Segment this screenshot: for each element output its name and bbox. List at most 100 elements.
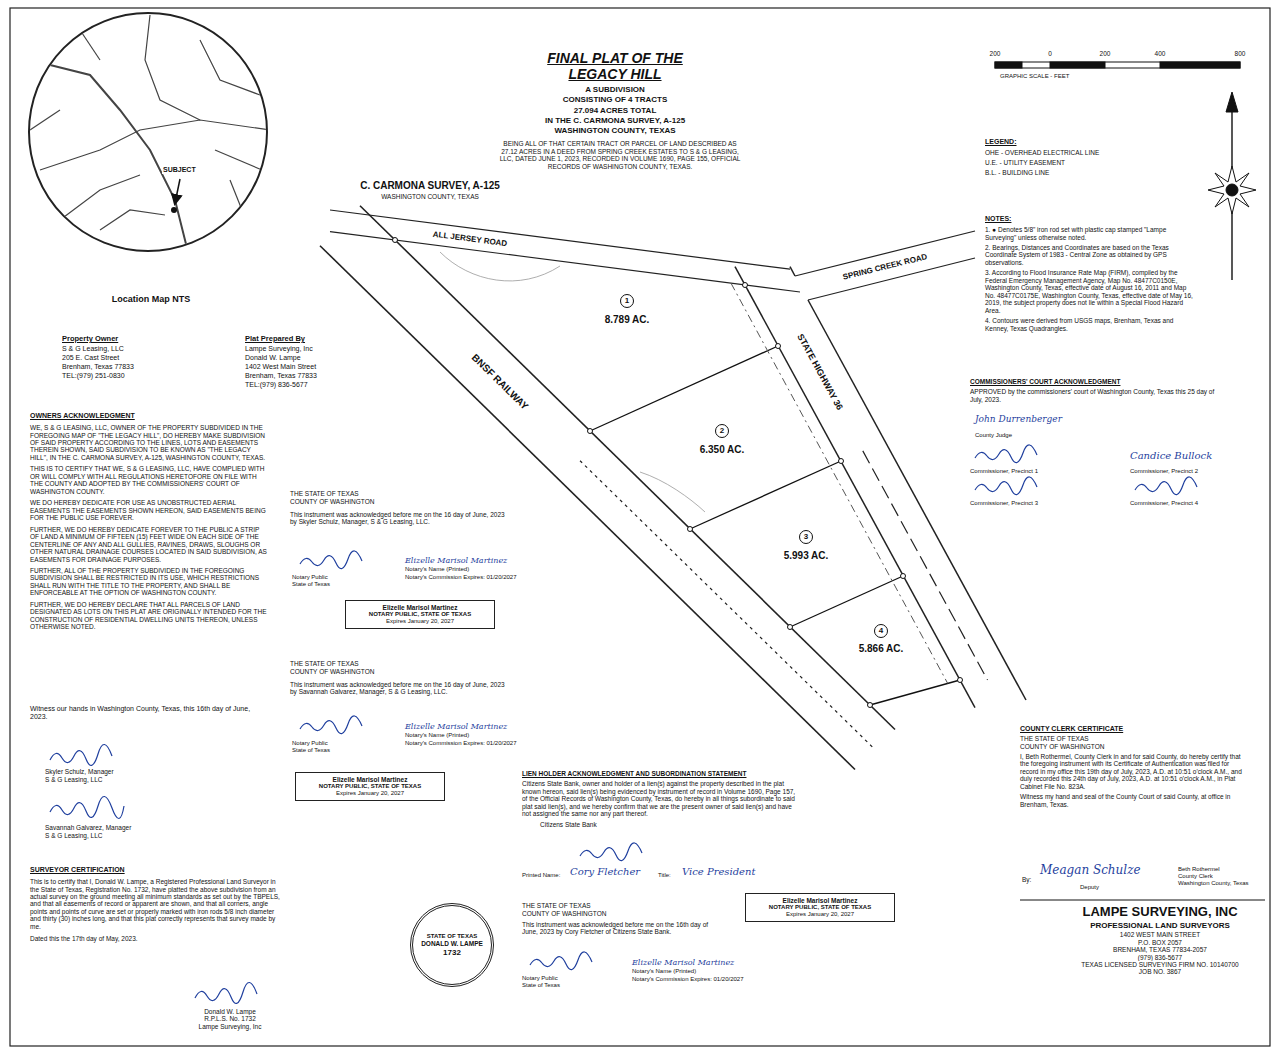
approval-text: Candice Bullock (1130, 450, 1212, 462)
approval-text: Commissioner, Precinct 3 (970, 500, 1038, 507)
notary-stamp: Elizelle Marisol MartinezNOTARY PUBLIC, … (345, 600, 495, 629)
note-text: 4. Contours were derived from USGS maps,… (985, 317, 1195, 332)
certificate-text: Skyler Schulz, Manager (45, 768, 114, 775)
notary-text: Citizens State Bank, owner and holder of… (522, 780, 797, 817)
notary-text: Notary's Commission Expires: 01/20/2027 (405, 740, 520, 747)
highway-edge (790, 267, 795, 276)
approval-text: THE STATE OF TEXAS (1020, 735, 1089, 742)
notary-stamp: Elizelle Marisol MartinezNOTARY PUBLIC, … (745, 893, 895, 922)
certificate-text: S & G Leasing, LLC (45, 776, 102, 783)
overhead-electric-line (731, 283, 948, 683)
certificate-text: R.P.L.S. No. 1732 (204, 1015, 256, 1022)
certificate-text: FURTHER, WE DO HEREBY DEDICATE FOREVER T… (30, 526, 268, 563)
certificate-text: This is to certify that I, Donald W. Lam… (30, 878, 280, 930)
subtitle-text: IN THE C. CARMONA SURVEY, A-125 (545, 116, 685, 125)
tract-line (690, 461, 841, 529)
tract-acreage: 5.866 AC. (859, 643, 904, 655)
location-map: SUBJECTLocation Map NTS (28, 12, 268, 252)
contact-text: Brenham, Texas 77833 (62, 363, 134, 371)
compass-center (1226, 184, 1238, 196)
road-edge (330, 232, 800, 292)
tract-lines (590, 283, 960, 705)
railway-track (580, 461, 875, 750)
approval-text: I, Beth Rothermel, County Clerk in and f… (1020, 753, 1245, 790)
notary-text: Citizens State Bank (540, 821, 597, 828)
notary-text: Notary Public (292, 574, 328, 581)
map-heading: Location Map NTS (105, 294, 197, 304)
note-text: 1. ● Denotes 5/8" iron rod set with plas… (985, 226, 1195, 241)
tract-number: 4 (874, 624, 888, 638)
scale-bar (995, 62, 1240, 68)
survey-label: C. CARMONA SURVEY, A-125 (360, 180, 500, 192)
contours (440, 252, 705, 512)
notary-text: State of Texas (292, 581, 330, 588)
compass-star (1208, 166, 1256, 214)
contact-text: Brenham, Texas 77833 (245, 372, 317, 380)
scale-label: 200 (1100, 50, 1111, 57)
title-block-rule (1020, 900, 1265, 901)
certificate-text: FURTHER, ALL OF THE PROPERTY SUBDIVIDED … (30, 567, 268, 597)
title-block-text: LAMPE SURVEYING, INC (1082, 905, 1237, 920)
notary-text: COUNTY OF WASHINGTON (290, 498, 374, 505)
approval-text: APPROVED by the commissioners' court of … (970, 388, 1220, 403)
stamp-text: NOTARY PUBLIC, STATE OF TEXAS (301, 783, 439, 790)
scale-segment (1160, 62, 1240, 68)
subtitle-text: BEING ALL OF THAT CERTAIN TRACT OR PARCE… (495, 140, 745, 170)
scale-label: 200 (990, 50, 1001, 57)
iron-rod (839, 459, 844, 464)
notary-text: Cory Fletcher (570, 866, 640, 878)
subject-arrow (175, 179, 180, 203)
signature (580, 843, 642, 861)
notary-text: Notary Public (292, 740, 328, 747)
contact-text: TEL:(979) 836-5677 (245, 381, 308, 389)
stamp-text: Elizelle Marisol Martinez (751, 897, 889, 904)
notary-text: THE STATE OF TEXAS (290, 660, 359, 667)
certificate-text: Donald W. Lampe (204, 1008, 256, 1015)
stamp-text: Expires January 20, 2027 (351, 618, 489, 625)
street-line (40, 120, 270, 170)
contact-text: Property Owner (62, 335, 118, 344)
tract-number: 1 (620, 294, 634, 308)
stamp-text: Elizelle Marisol Martinez (301, 776, 439, 783)
signature (975, 477, 1037, 495)
title-block-text: P.O. BOX 2057 (1138, 939, 1182, 946)
street-line (80, 30, 100, 60)
iron-rod (688, 527, 693, 532)
approval-text: By: (1022, 876, 1031, 883)
iron-rod (788, 625, 793, 630)
notary-text: Notary's Name (Printed) (405, 732, 469, 739)
iron-rod (958, 678, 963, 683)
notary-text: Vice President (682, 866, 755, 878)
scale-label: 800 (1235, 50, 1246, 57)
notary-text: This instrument was acknowledged before … (522, 921, 722, 936)
notary-text: Notary's Name (Printed) (405, 566, 469, 573)
stamp-text: Elizelle Marisol Martinez (351, 604, 489, 611)
approval-text: County Clerk (1178, 873, 1213, 880)
stamp-text: DONALD W. LAMPE (421, 940, 483, 947)
legend-entry: OHE - OVERHEAD ELECTRICAL LINE (985, 149, 1099, 156)
subtitle-text: WASHINGTON COUNTY, TEXAS (554, 126, 675, 135)
street-line (100, 210, 165, 230)
subject-dot (171, 207, 177, 213)
signature (1135, 477, 1197, 495)
sheet-border (10, 8, 1270, 1046)
road-label: BNSF RAILWAY (468, 350, 532, 413)
approval-text: COUNTY OF WASHINGTON (1020, 743, 1104, 750)
certificate-text: WE, S & G LEASING, LLC, OWNER OF THE PRO… (30, 424, 268, 461)
tract-line (870, 680, 960, 705)
approval-text: COMMISSIONERS' COURT ACKNOWLEDGMENT (970, 378, 1120, 385)
notary-text: Notary's Name (Printed) (632, 968, 696, 975)
contact-text: 205 E. Cast Street (62, 354, 119, 362)
contact-text: Donald W. Lampe (245, 354, 301, 362)
certificate-text: S & G Leasing, LLC (45, 832, 102, 839)
plat-title: FINAL PLAT OF THE LEGACY HILL (539, 50, 691, 82)
certificate-text: Witness our hands in Washington County, … (30, 705, 268, 721)
scale-label: GRAPHIC SCALE - FEET (1000, 73, 1069, 80)
road-label: STATE HIGHWAY 36 (794, 330, 846, 413)
approval-text: COUNTY CLERK CERTIFICATE (1020, 725, 1123, 733)
approval-text: Commissioner, Precinct 2 (1130, 468, 1198, 475)
scale-label: 400 (1155, 50, 1166, 57)
iron-rod (588, 429, 593, 434)
notary-stamp: Elizelle Marisol MartinezNOTARY PUBLIC, … (295, 772, 445, 801)
certificate-text: Savannah Galvarez, Manager (45, 824, 131, 831)
